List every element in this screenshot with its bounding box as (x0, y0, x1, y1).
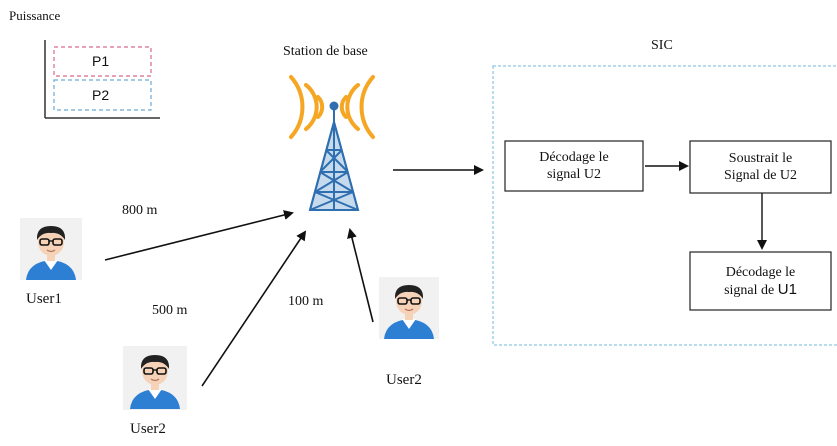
signal-waves-icon (289, 75, 375, 139)
decode-u1-line1: Décodage le (725, 264, 796, 280)
arrow-user2-left-to-station (201, 230, 307, 387)
distance-user2-left: 500 m (152, 303, 188, 318)
subtract-u2-text: Soustrait le Signal de U2 (690, 141, 831, 193)
subtract-u2-line2: Signal de U2 (723, 168, 798, 183)
p1-label: P1 (92, 53, 110, 69)
decode-u2-line2: signal U2 (546, 167, 602, 182)
decode-u2-line1: Décodage le (539, 150, 609, 165)
decode-u2-text: Décodage le signal U2 (505, 141, 643, 191)
decode-u1-line2: signal de U1 (724, 281, 797, 299)
decode-u1-box (689, 251, 832, 311)
arrow-user2-right-to-station (347, 228, 374, 323)
decode-u1-text: Décodage le signal de U1 (690, 252, 831, 310)
decode-u1-line2-b: U1 (777, 280, 797, 298)
sic-frame (492, 65, 837, 346)
user2-right-person-icon (384, 285, 434, 339)
power-axis-title: Puissance (9, 8, 61, 23)
user2-right-label: User2 (386, 372, 422, 388)
p2-box (53, 79, 152, 111)
arrow-user1-to-station (104, 210, 294, 261)
user2-left-person-icon (130, 355, 180, 409)
p2-label: P2 (92, 87, 110, 103)
sic-title: SIC (651, 38, 673, 53)
distance-user2-right: 100 m (288, 294, 324, 309)
decode-u1-line2-a: signal de (724, 282, 778, 298)
user2-left-label: User2 (130, 421, 166, 437)
base-station-label: Station de base (283, 44, 368, 59)
user1-person-icon (26, 226, 76, 280)
tower-icon (308, 101, 360, 211)
distance-user1: 800 m (122, 203, 158, 218)
user1-label: User1 (26, 291, 62, 307)
subtract-u2-line1: Soustrait le (728, 151, 793, 166)
decode-u2-box (504, 140, 644, 192)
subtract-u2-box (689, 140, 832, 194)
